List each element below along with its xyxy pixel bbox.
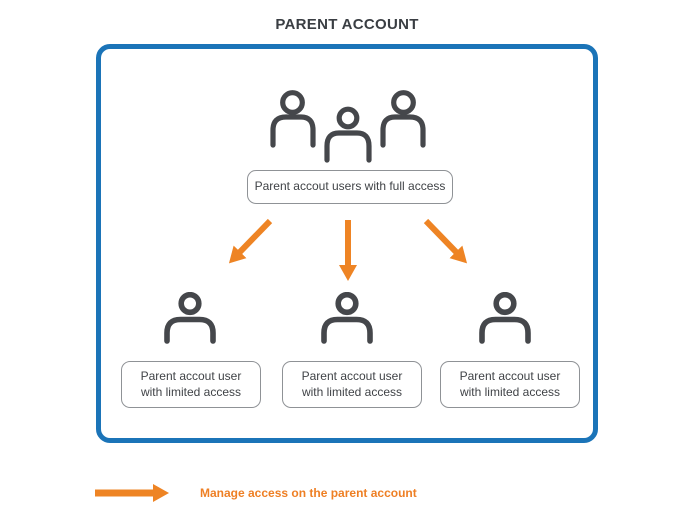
arrow-down-right-icon: [423, 218, 468, 264]
page-title: PARENT ACCOUNT: [275, 16, 419, 33]
user-icon: [321, 292, 373, 344]
parent-account-box: Parent accout users with full access: [96, 44, 598, 443]
arrow-down-left-icon: [228, 218, 273, 264]
parent-users-label-text: Parent accout users with full access: [254, 179, 446, 194]
user-icon: [479, 292, 531, 344]
user-icon: [164, 292, 216, 344]
arrow-right-icon: [95, 484, 169, 502]
parent-users-label: Parent accout users with full access: [247, 170, 453, 204]
users-group-icon: [270, 90, 426, 165]
legend: Manage access on the parent account: [0, 478, 694, 508]
legend-label: Manage access on the parent account: [200, 486, 417, 500]
